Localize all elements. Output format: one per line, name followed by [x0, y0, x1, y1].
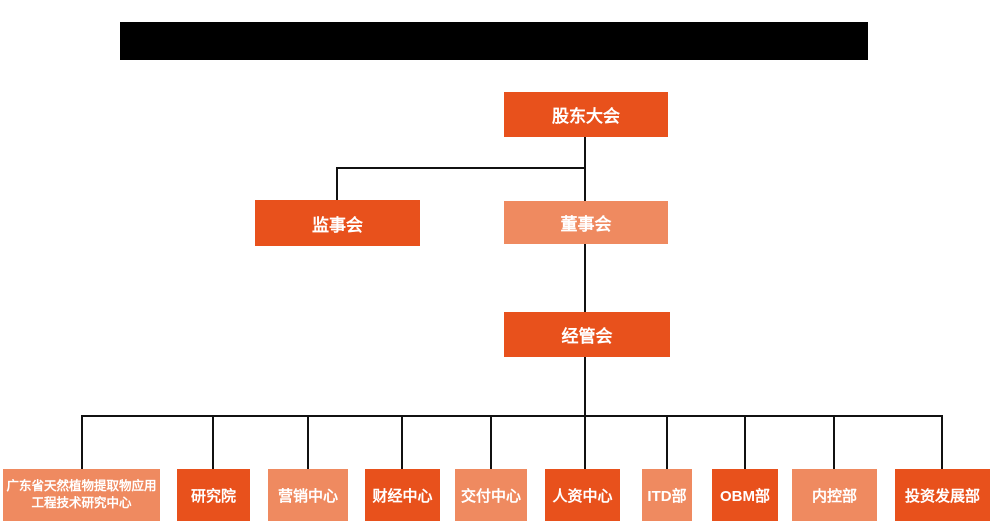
node-supervisory-board: 监事会: [255, 200, 420, 246]
connector-management-bus: [584, 357, 586, 417]
connector-drop-hr-center: [584, 415, 586, 469]
node-dept-internal-control: 内控部: [792, 469, 877, 521]
connector-shareholders-down: [584, 137, 586, 202]
connector-board-management: [584, 244, 586, 312]
node-dept-research-institute: 研究院: [177, 469, 250, 521]
connector-department-bus: [81, 415, 943, 417]
connector-drop-research-institute: [212, 415, 214, 469]
connector-drop-obm-dept: [744, 415, 746, 469]
connector-drop-internal-control-dept: [833, 415, 835, 469]
node-dept-marketing-center: 营销中心: [268, 469, 348, 521]
node-shareholders-meeting: 股东大会: [504, 92, 668, 137]
node-dept-itd: ITD部: [642, 469, 692, 521]
connector-drop-itd-dept: [666, 415, 668, 469]
connector-drop-investment-dev-dept: [941, 415, 943, 469]
connector-drop-finance-center: [401, 415, 403, 469]
connector-drop-marketing-center: [307, 415, 309, 469]
node-dept-delivery-center: 交付中心: [455, 469, 527, 521]
node-dept-finance-center: 财经中心: [365, 469, 440, 521]
node-dept-guangdong-research-center: 广东省天然植物提取物应用工程技术研究中心: [3, 469, 160, 521]
node-management-committee: 经管会: [504, 312, 670, 357]
node-dept-investment-development: 投资发展部: [895, 469, 990, 521]
connector-drop-delivery-center: [490, 415, 492, 469]
connector-supervisory-drop: [336, 167, 338, 200]
node-dept-hr-center: 人资中心: [545, 469, 620, 521]
redacted-title-bar: [120, 22, 868, 60]
connector-branch-horizontal: [336, 167, 586, 169]
node-board-of-directors: 董事会: [504, 201, 668, 244]
connector-drop-guangdong-center: [81, 415, 83, 469]
node-dept-obm: OBM部: [712, 469, 778, 521]
